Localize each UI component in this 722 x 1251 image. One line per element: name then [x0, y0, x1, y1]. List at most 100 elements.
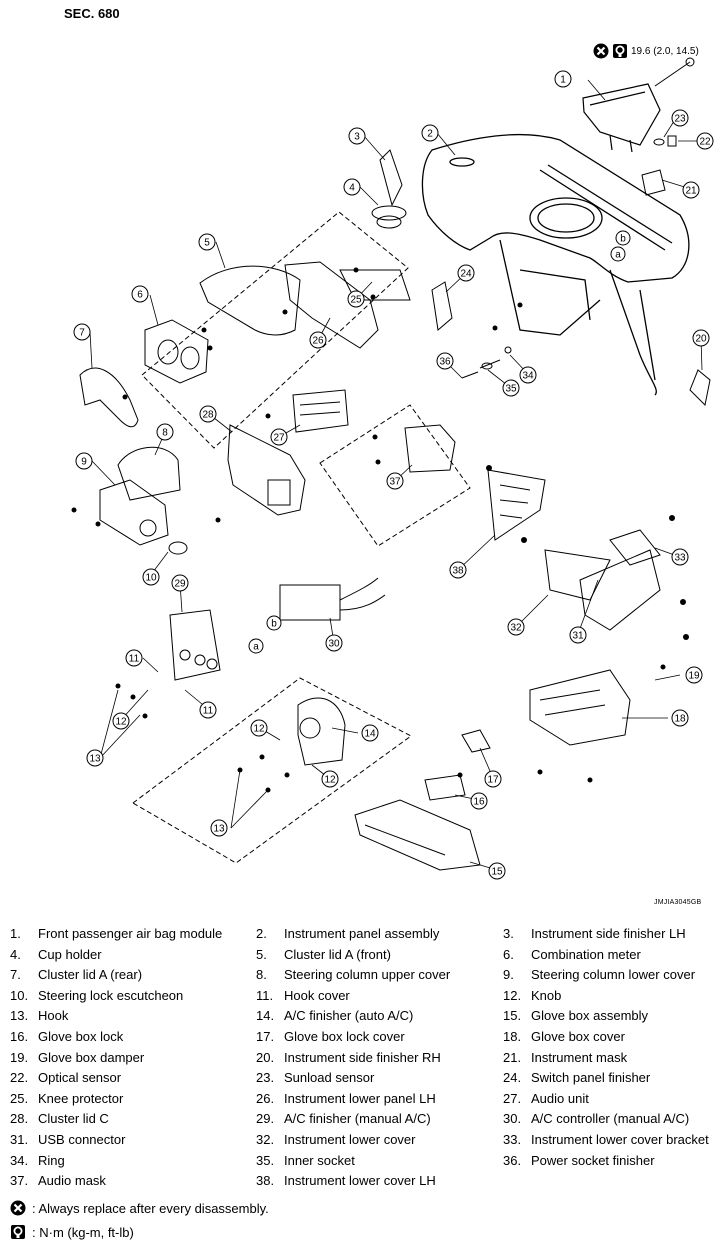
legend-row: 7.Cluster lid A (rear)8.Steering column …: [0, 967, 722, 987]
svg-text:a: a: [615, 250, 621, 261]
legend-item-label: Steering column lower cover: [531, 967, 696, 983]
legend-item-number: 17.: [256, 1029, 275, 1044]
svg-text:18: 18: [674, 714, 686, 725]
callout-4: 4: [343, 178, 361, 196]
legend-item-number: 31.: [10, 1132, 29, 1147]
legend-item: 26. Instrument lower panel LH: [256, 1091, 436, 1106]
legend-item-number: 1.: [10, 926, 21, 941]
svg-text:6: 6: [137, 290, 143, 301]
legend-item-number: 34.: [10, 1152, 29, 1168]
ac-finisher-manual: [169, 609, 221, 681]
note-torque-text: : N·m (kg-m, ft-lb): [32, 1224, 134, 1240]
legend-item: 8.Steering column upper cover: [256, 967, 450, 982]
legend-item-number: 33.: [503, 1132, 522, 1147]
legend-item: 34. Ring: [10, 1153, 65, 1168]
legend-item-number: 21.: [503, 1049, 522, 1065]
legend-item-label: Instrument lower cover LH: [284, 1173, 436, 1189]
svg-text:35: 35: [505, 384, 517, 395]
legend-item-number: 9.: [503, 967, 514, 983]
svg-text:11: 11: [203, 706, 214, 717]
callout-1: 1: [554, 70, 572, 88]
svg-text:17: 17: [487, 775, 499, 786]
svg-text:32: 32: [510, 623, 522, 634]
callout-a2: a: [248, 638, 264, 654]
legend-item-label: Switch panel finisher: [531, 1070, 651, 1086]
svg-text:15: 15: [491, 867, 503, 878]
legend-item-label: Instrument lower panel LH: [284, 1090, 436, 1106]
callout-17: 17: [484, 770, 502, 788]
callout-36: 36: [436, 352, 454, 370]
air-bag-module: [582, 83, 661, 153]
legend-item: 31.USB connector: [10, 1132, 125, 1147]
legend-item: 5.Cluster lid A (front): [256, 947, 391, 962]
legend-item: 7. Cluster lid A (rear): [10, 967, 142, 982]
svg-text:29: 29: [174, 579, 186, 590]
legend-item-number: 24.: [503, 1070, 522, 1086]
legend-item-label: Sunload sensor: [284, 1070, 375, 1086]
legend-item-number: 30.: [503, 1111, 522, 1127]
callout-30: 30: [325, 634, 343, 652]
legend-item-number: 15.: [503, 1008, 522, 1024]
legend-item: 15.Glove box assembly: [503, 1008, 648, 1023]
legend-item: 27.Audio unit: [503, 1091, 589, 1106]
callout-14: 14: [361, 724, 379, 742]
svg-text:14: 14: [364, 729, 376, 740]
legend-item-label: A/C finisher (manual A/C): [284, 1111, 431, 1127]
svg-text:8: 8: [162, 428, 168, 439]
callout-28: 28: [199, 405, 217, 423]
legend-item-label: Instrument mask: [531, 1049, 628, 1065]
combination-meter: [144, 319, 209, 384]
fasteners: [71, 267, 689, 793]
legend-item: 18.Glove box cover: [503, 1029, 625, 1044]
callout-38: 38: [449, 561, 467, 579]
callout-34: 34: [519, 366, 537, 384]
legend-item-number: 7.: [10, 967, 21, 983]
legend-item-label: Cluster lid A (rear): [38, 967, 143, 983]
legend-item-label: Glove box lock cover: [284, 1029, 405, 1044]
legend-item-number: 27.: [503, 1090, 522, 1106]
audio-mask: [404, 424, 456, 473]
legend-item-number: 36.: [503, 1152, 522, 1168]
svg-text:22: 22: [699, 137, 711, 148]
legend-item-label: Ring: [38, 1152, 65, 1168]
legend-item-number: 2.: [256, 926, 267, 941]
legend-item: 19.Glove box damper: [10, 1050, 144, 1065]
callout-2: 2: [421, 124, 439, 142]
callout-7: 7: [73, 323, 91, 341]
callout-29: 29: [171, 574, 189, 592]
bolt: [654, 57, 695, 87]
legend-item-number: 26.: [256, 1090, 275, 1106]
svg-text:19: 19: [688, 671, 700, 682]
callout-22: 22: [696, 132, 714, 150]
svg-text:9: 9: [81, 457, 87, 468]
legend-item-number: 3.: [503, 926, 514, 941]
callout-31: 31: [569, 626, 587, 644]
svg-text:37: 37: [389, 477, 401, 488]
legend-item: 12.Knob: [503, 988, 561, 1003]
legend-item-number: 28.: [10, 1111, 29, 1127]
legend-item-label: Front passenger air bag module: [38, 926, 223, 941]
legend-item-number: 37.: [10, 1173, 29, 1189]
legend-item: 21. Instrument mask: [503, 1050, 627, 1065]
svg-text:12: 12: [324, 775, 336, 786]
legend-item-number: 5.: [256, 946, 267, 962]
callout-5: 5: [198, 233, 216, 251]
legend-item-number: 25.: [10, 1090, 29, 1106]
callout-a1: a: [610, 246, 626, 262]
callout-11a: 11: [125, 649, 143, 667]
legend-item-number: 29.: [256, 1111, 275, 1127]
callout-26: 26: [309, 331, 327, 349]
glove-box-assembly: [354, 799, 481, 871]
legend-item-number: 10.: [10, 987, 29, 1003]
legend-item-number: 8.: [256, 967, 267, 983]
legend-item: 22.Optical sensor: [10, 1070, 121, 1085]
svg-text:34: 34: [522, 371, 534, 382]
callout-12b: 12: [250, 719, 268, 737]
callout-13a: 13: [86, 749, 104, 767]
knee-protector: [339, 269, 411, 301]
